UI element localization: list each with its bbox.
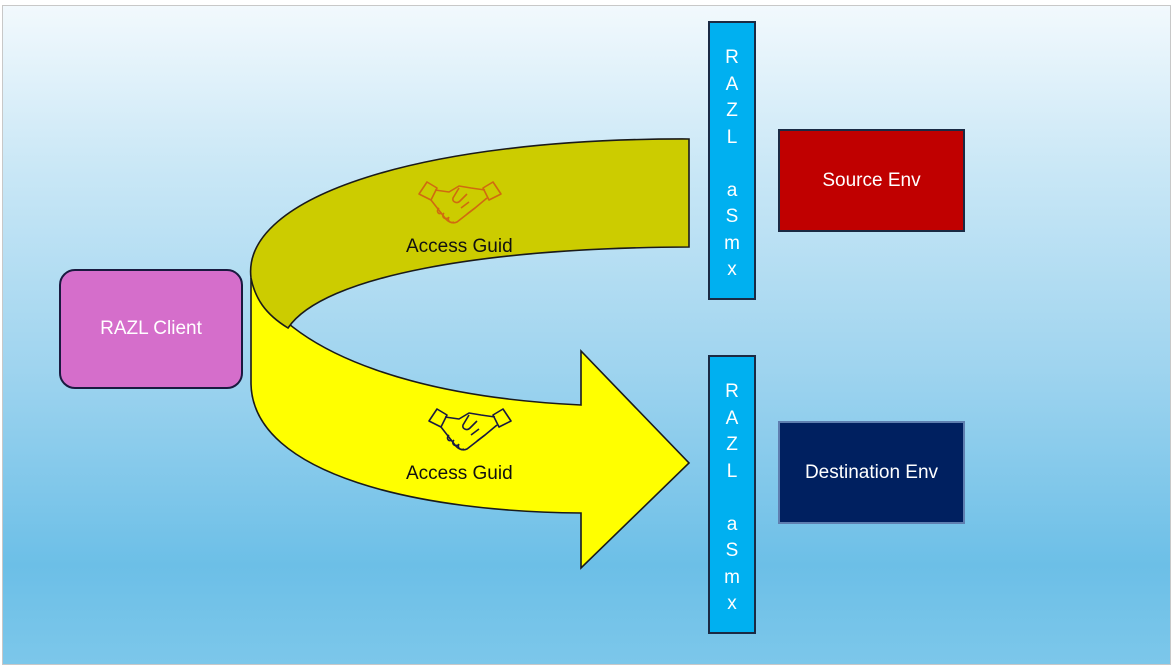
asmx-letter: S [725, 206, 739, 227]
asmx-letter: L [726, 460, 738, 482]
top-flow-label: Access Guid [406, 236, 513, 257]
asmx-letter: S [725, 540, 739, 561]
bottom-flow-label: Access Guid [406, 463, 513, 484]
bottom-flow-arrow [250, 277, 691, 570]
asmx-letter: Z [726, 434, 738, 455]
asmx-letter: L [726, 126, 738, 148]
asmx-letter: a [726, 179, 738, 201]
asmx-letter: R [725, 47, 739, 68]
asmx-letter: x [727, 593, 737, 614]
destination-env-label: Destination Env [804, 461, 939, 483]
asmx-letter: a [726, 513, 738, 535]
asmx-letter: m [724, 232, 740, 254]
flow-arrows [249, 138, 691, 570]
asmx-letter: A [725, 73, 739, 95]
top-flow-arrow [249, 138, 690, 330]
razl-client-box: RAZL Client [59, 269, 243, 389]
destination-env-box: Destination Env [778, 421, 965, 524]
asmx-letter: m [724, 566, 740, 588]
asmx-letter: Z [726, 100, 738, 121]
handshake-icon [418, 181, 502, 224]
razl-client-label: RAZL Client [100, 318, 202, 339]
handshake-icon [428, 408, 512, 451]
asmx-letter: x [727, 259, 737, 280]
razl-asmx-top: R A Z L a S m x [708, 21, 756, 300]
source-env-box: Source Env [778, 129, 965, 232]
source-env-label: Source Env [822, 169, 921, 191]
asmx-letter: A [725, 407, 739, 429]
asmx-letter: R [725, 381, 739, 402]
razl-asmx-bottom: R A Z L a S m x [708, 355, 756, 634]
diagram-canvas: Access Guid Access Guid RAZL Client R A … [2, 5, 1171, 665]
